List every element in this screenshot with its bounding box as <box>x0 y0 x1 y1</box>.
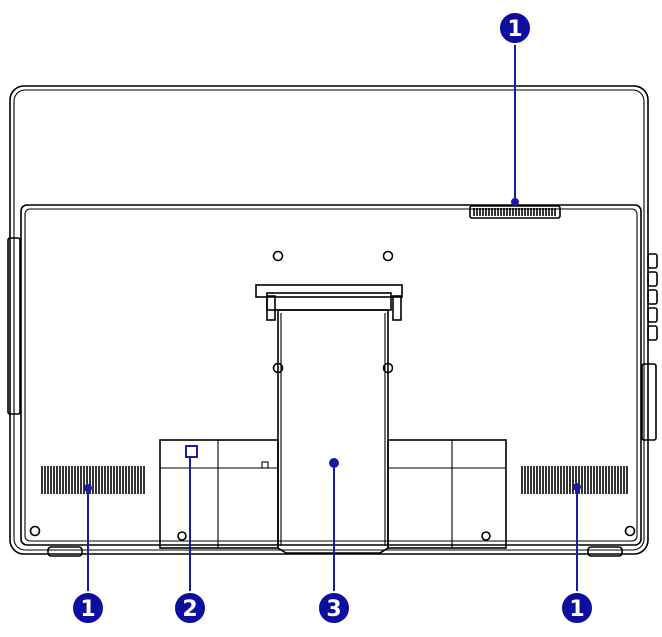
corner-screws <box>29 525 636 537</box>
callout-badge-stand: 3 <box>317 591 351 625</box>
bottom-ports-area <box>159 439 507 549</box>
callout-badge-top-vent: 1 <box>498 11 532 45</box>
vesa-mount-holes <box>272 250 394 374</box>
left-vent-grille <box>41 466 145 494</box>
callout-lines <box>84 44 581 592</box>
callout-number: 1 <box>507 17 522 42</box>
callout-number: 1 <box>569 597 584 622</box>
callout-badge-lock-slot: 2 <box>173 591 207 625</box>
callout-number: 3 <box>326 597 341 622</box>
right-side-buttons <box>641 253 658 441</box>
callout-number: 1 <box>80 597 95 622</box>
feet <box>47 546 623 557</box>
callout-number: 2 <box>182 597 197 622</box>
callout-badge-left-vent: 1 <box>71 591 105 625</box>
callout-badge-right-vent: 1 <box>560 591 594 625</box>
kensington-lock-slot <box>185 445 198 458</box>
left-side-button-strip <box>7 237 21 415</box>
monitor-body <box>9 85 649 555</box>
top-vent-grille <box>469 205 561 219</box>
